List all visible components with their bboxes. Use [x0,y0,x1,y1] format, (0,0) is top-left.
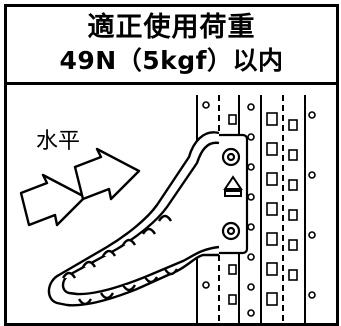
triangle-marker-icon [223,175,243,197]
bracket-hook-icon [47,131,220,307]
title-load-limit: 適正使用荷重 [87,12,256,43]
notice-header: 適正使用荷重 49N（5kgf）以内 [7,7,336,85]
weight-limit-notice: 適正使用荷重 49N（5kgf）以内 [4,4,339,326]
load-arrow-icon [73,147,141,201]
bracket-illustration: 水平 [7,85,336,323]
direction-label: 水平 [36,129,81,154]
load-arrow-icon [19,173,87,227]
title-load-value: 49N（5kgf）以内 [59,46,284,75]
illustration-canvas [19,95,316,323]
